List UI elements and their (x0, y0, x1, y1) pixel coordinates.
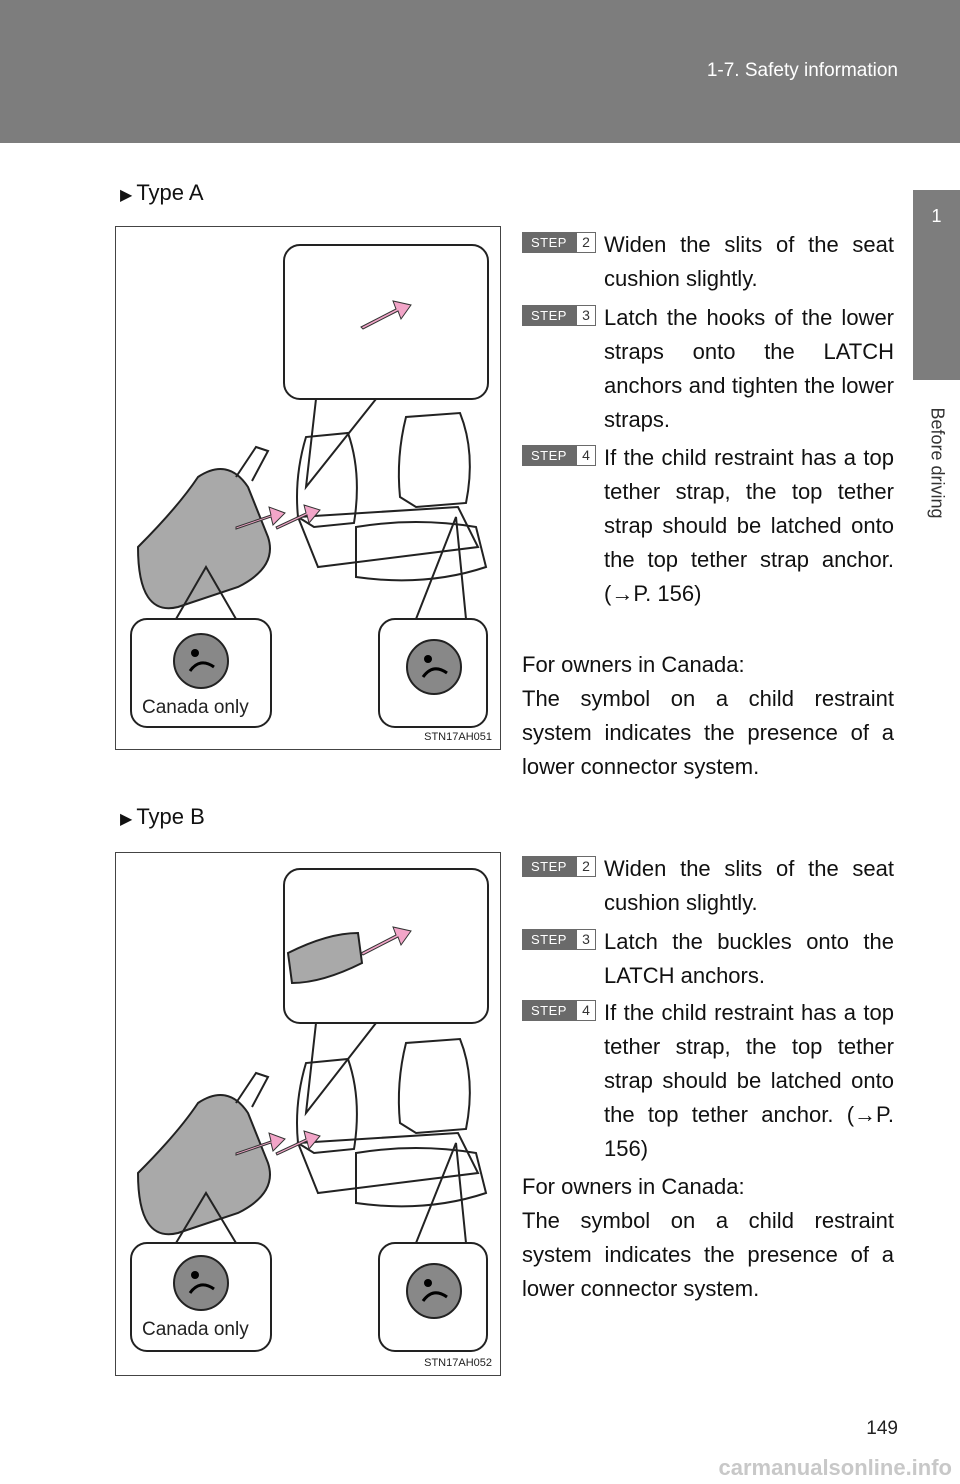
page-number: 149 (866, 1418, 898, 1439)
canada-only-label: Canada only (142, 1319, 249, 1340)
seat-diagram-b (130, 868, 489, 1352)
step-badge-number: 4 (576, 445, 596, 466)
step-text: Widen the slits of the seat cushion slig… (604, 232, 894, 291)
step-badge-label: STEP (522, 305, 576, 326)
step-badge-number: 3 (576, 929, 596, 950)
step-badge: STEP 3 (522, 305, 596, 326)
step-badge-number: 3 (576, 305, 596, 326)
type-b-heading-text: Type B (136, 804, 205, 829)
step-badge-number: 2 (576, 856, 596, 877)
seat-diagram-a (130, 244, 489, 728)
type-b-canada-heading: For owners in Canada: (522, 1174, 745, 1199)
step-badge: STEP 3 (522, 929, 596, 950)
page-header: 1-7. Safety information (0, 0, 960, 143)
step-badge-label: STEP (522, 929, 576, 950)
step-badge-label: STEP (522, 1000, 576, 1021)
chapter-number: 1 (931, 206, 942, 226)
type-a-heading-text: Type A (136, 180, 204, 205)
step-badge: STEP 2 (522, 232, 596, 253)
canada-only-label: Canada only (142, 697, 249, 718)
step-badge: STEP 2 (522, 856, 596, 877)
type-a-canada-text: The symbol on a child restraint system i… (522, 686, 894, 779)
figure-code: STN17AH051 (424, 731, 492, 743)
step-badge-number: 2 (576, 232, 596, 253)
chapter-tab: 1 (913, 190, 960, 380)
chapter-label-text: Before driving (927, 407, 948, 519)
step-text: Widen the slits of the seat cushion slig… (604, 856, 894, 915)
step-badge-label: STEP (522, 856, 576, 877)
watermark: carmanualsonline.info (718, 1455, 953, 1480)
type-a-canada-heading: For owners in Canada: (522, 652, 745, 677)
step-badge-number: 4 (576, 1000, 596, 1021)
step-text: If the child restraint has a top tether … (604, 445, 894, 606)
step-badge: STEP 4 (522, 445, 596, 466)
type-a-heading: ▶Type A (120, 180, 204, 206)
chapter-label: Before driving (919, 388, 955, 538)
step-text: If the child restraint has a top tether … (604, 1000, 894, 1161)
step-badge-label: STEP (522, 445, 576, 466)
type-b-heading: ▶Type B (120, 804, 205, 830)
triangle-bullet-icon: ▶ (120, 187, 133, 204)
triangle-bullet-icon: ▶ (120, 811, 133, 828)
section-title: 1-7. Safety information (706, 60, 898, 81)
step-badge: STEP 4 (522, 1000, 596, 1021)
type-b-canada-text: The symbol on a child restraint system i… (522, 1208, 894, 1301)
step-text: Latch the hooks of the lower straps onto… (604, 305, 894, 432)
step-badge-label: STEP (522, 232, 576, 253)
type-b-illustration: Canada only STN17AH052 (115, 852, 501, 1376)
figure-code: STN17AH052 (424, 1357, 492, 1369)
step-text: Latch the buckles onto the LATCH anchors… (604, 929, 894, 988)
type-a-illustration: Canada only STN17AH051 (115, 226, 501, 750)
